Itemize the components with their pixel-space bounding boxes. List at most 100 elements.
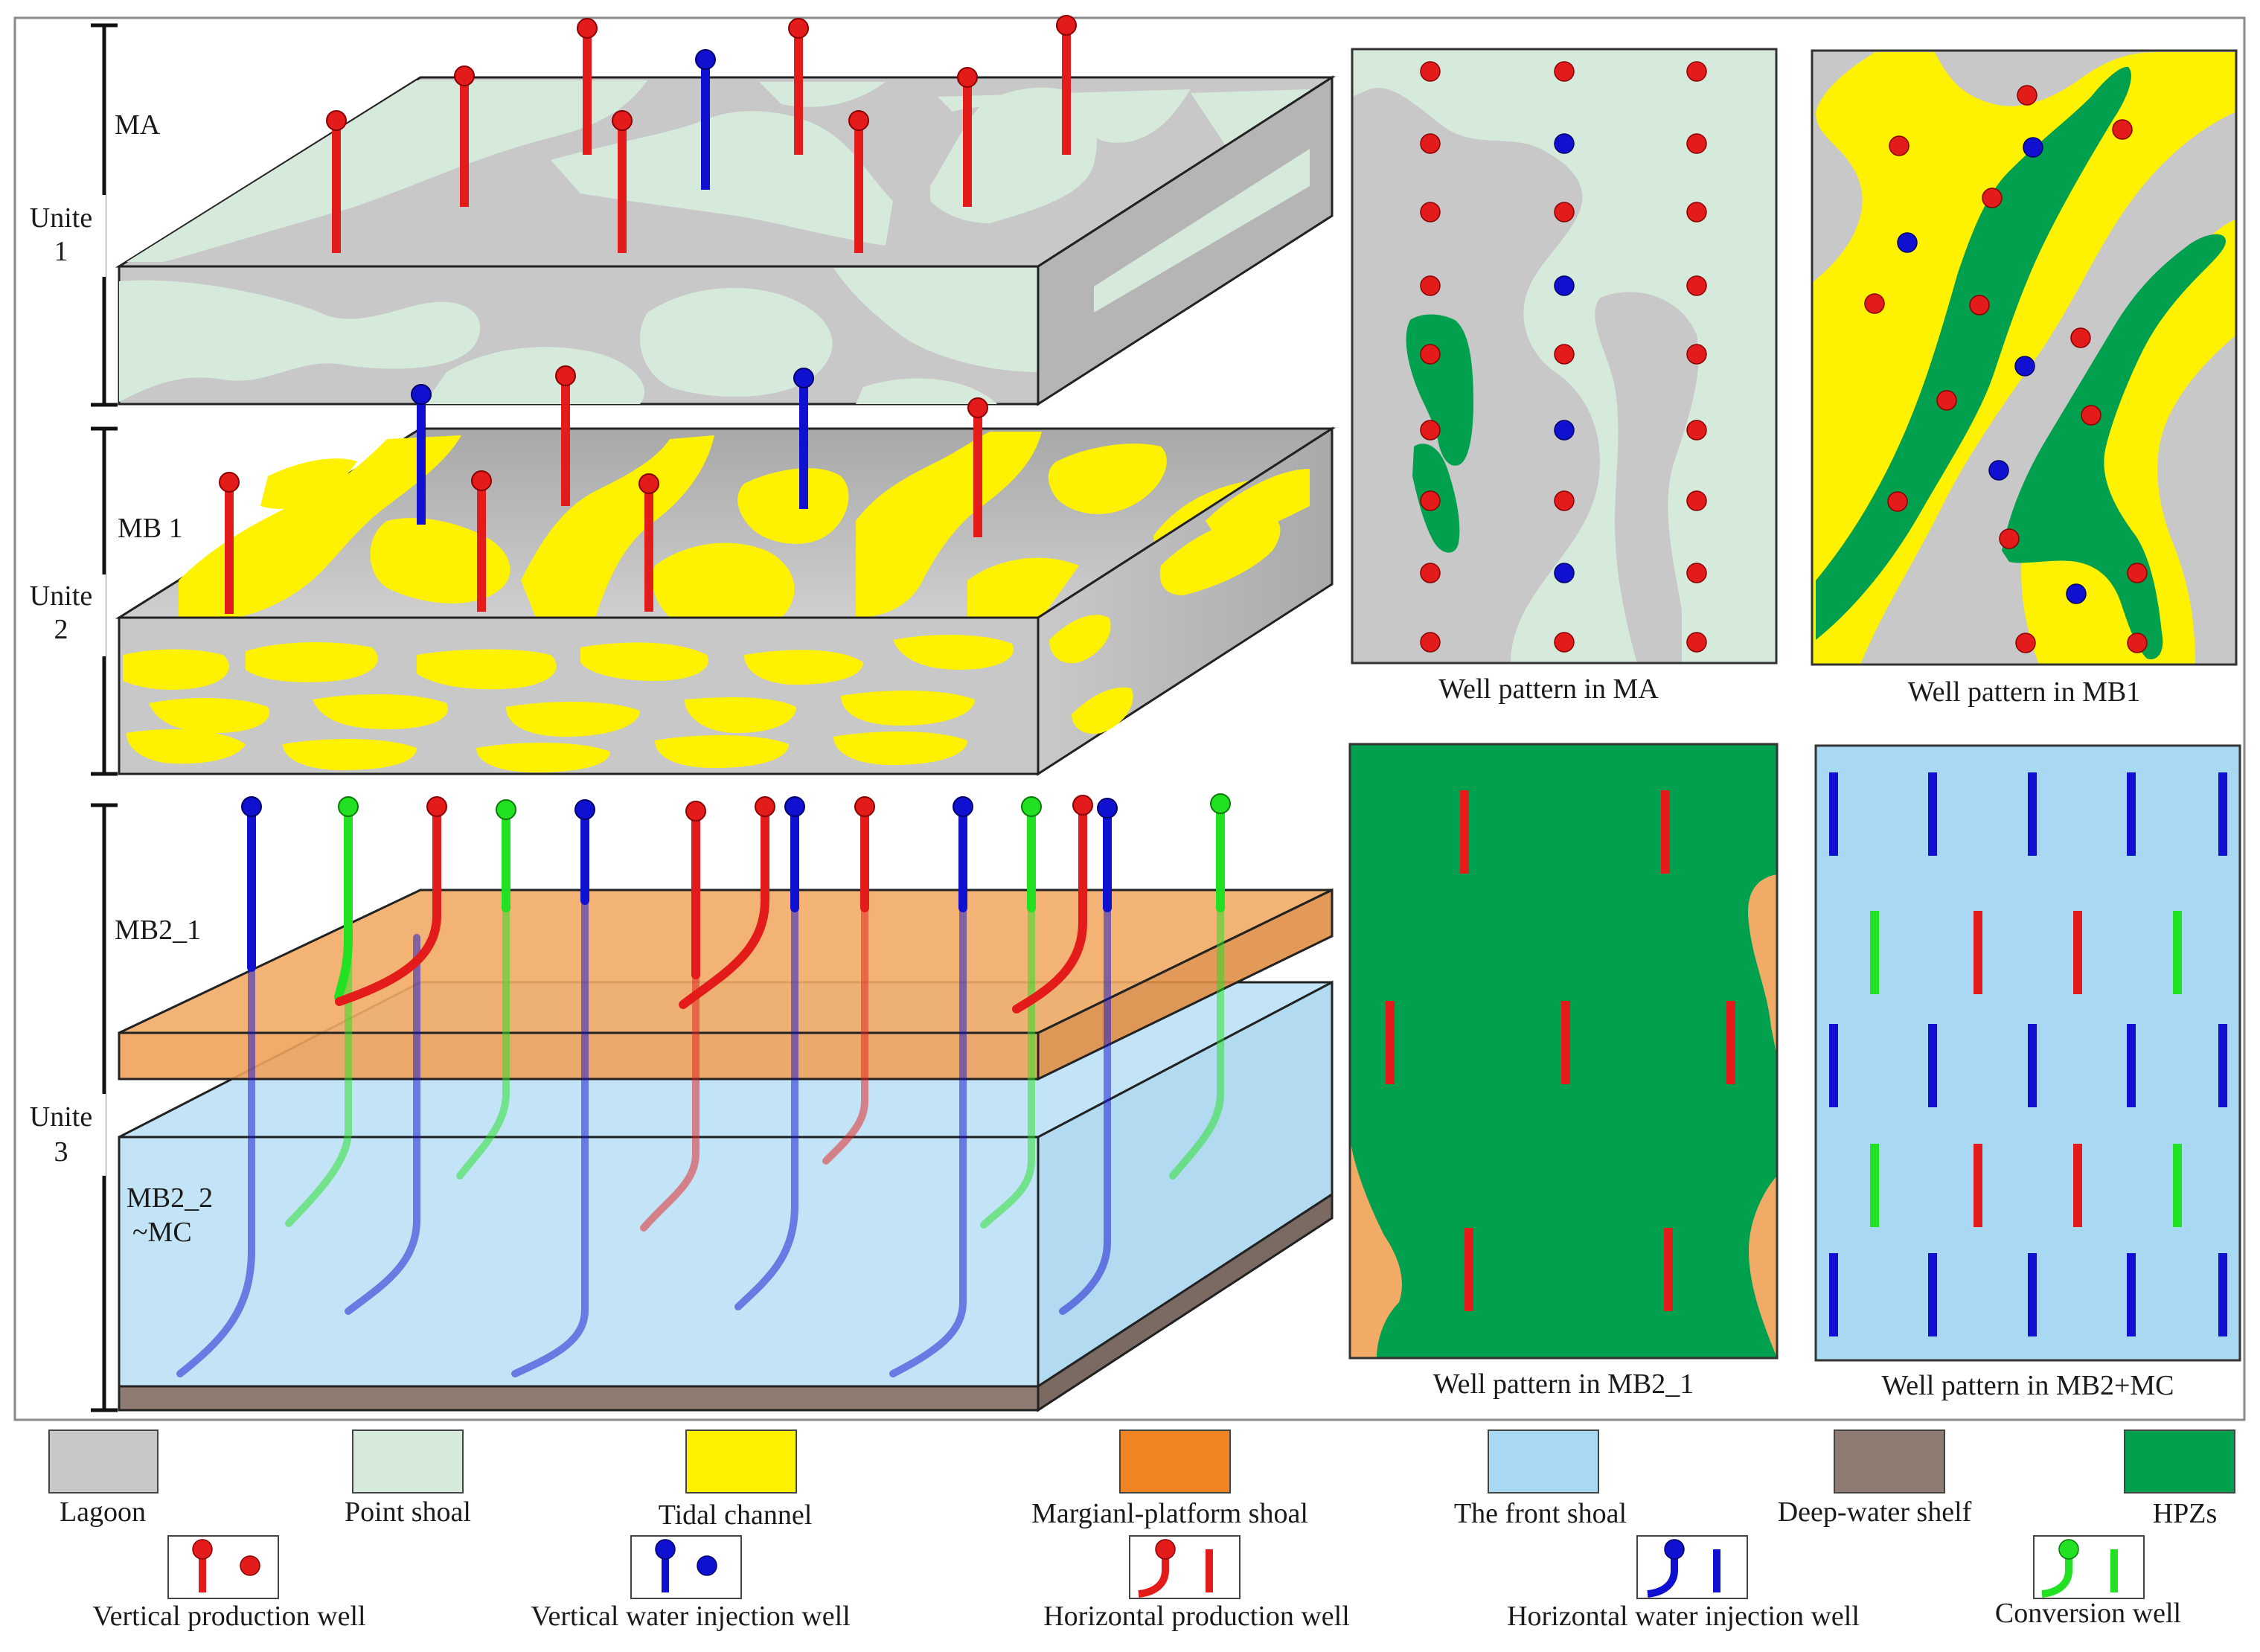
mb1-injection-well	[793, 368, 814, 509]
ma-front-shoal	[424, 347, 645, 404]
ma-top-shoal	[127, 80, 647, 262]
svg-text:Unite: Unite	[30, 202, 92, 234]
ma-injection-well	[695, 49, 716, 190]
unit-3-label: Unite 3	[16, 1094, 106, 1176]
mb2-horizontal-production-well	[1012, 795, 1093, 1014]
ma-front-shoal	[856, 378, 997, 404]
mb1-wells	[219, 365, 988, 614]
panel-ma-lagoon	[1595, 292, 1699, 663]
panel-mb1: Well pattern in MB1	[1811, 49, 2238, 708]
panel-ma-lagoon	[1390, 193, 1471, 298]
panel-mb1-wells	[1864, 85, 2148, 653]
mb2-injection-well	[241, 796, 262, 972]
mb2-conversion-well	[1021, 796, 1042, 912]
mb21-front-face	[118, 1031, 1040, 1080]
mb2-horizontal-production-well	[335, 796, 447, 1006]
figure-frame	[13, 16, 2246, 1421]
legend-conversion-well: Conversion well	[1995, 1535, 2181, 1629]
legend-deep-water-shelf: Deep-water shelf	[1778, 1430, 1972, 1528]
ma-top-shoal	[1191, 89, 1310, 160]
svg-text:Deep-water shelf: Deep-water shelf	[1778, 1496, 1972, 1528]
svg-text:Unite: Unite	[30, 580, 92, 612]
mb1-production-well	[638, 473, 659, 612]
legend-point-shoal: Point shoal	[345, 1430, 471, 1528]
panel-mb2-1-wells	[1386, 790, 1735, 1311]
legend-wells: Vertical production well Vertical water …	[92, 1535, 2181, 1632]
mb2-conversion-well	[496, 799, 516, 912]
mb2-injection-well	[1097, 798, 1118, 912]
mb1-production-well	[219, 472, 240, 614]
svg-text:Lagoon: Lagoon	[60, 1496, 146, 1528]
legend-facies: Lagoon Point shoal Tidal channel Margian…	[48, 1430, 2235, 1531]
ma-front-shoal	[833, 268, 1038, 372]
mb2-conversion-well	[334, 796, 359, 1002]
mb1-production-well	[967, 397, 988, 537]
panel-mb1-caption: Well pattern in MB1	[1908, 676, 2141, 708]
unit-1-label: Unite 1	[16, 195, 106, 277]
legend-tidal-channel: Tidal channel	[659, 1430, 813, 1531]
ma-production-well	[848, 110, 869, 253]
panel-mb2-1-caption: Well pattern in MB2_1	[1433, 1368, 1694, 1400]
svg-text:3: 3	[54, 1136, 68, 1168]
layer-label-mc: ~MC	[132, 1217, 192, 1248]
panel-ma-wells	[1420, 61, 1707, 653]
svg-text:Tidal channel: Tidal channel	[659, 1499, 813, 1531]
ma-side-shoal	[1094, 149, 1310, 313]
block-mb1	[115, 426, 1337, 776]
mb21-side-face	[1037, 888, 1334, 1081]
ma-top-shoal	[938, 89, 1191, 143]
mb1-injection-well	[411, 384, 432, 525]
legend-vertical-production-well: Vertical production well	[92, 1535, 366, 1632]
ma-production-well	[1056, 15, 1077, 155]
block-ma	[115, 75, 1337, 406]
svg-text:Horizontal production well: Horizontal production well	[1043, 1601, 1350, 1632]
svg-text:Point shoal: Point shoal	[345, 1496, 471, 1528]
layer-label-ma: MA	[115, 109, 161, 141]
mb1-front-channels	[123, 635, 1014, 772]
mb1-production-well	[471, 470, 492, 612]
mb2-injection-well	[574, 799, 595, 905]
svg-text:HPZs: HPZs	[2153, 1498, 2218, 1529]
layer-label-mb2-2: MB2_2	[127, 1182, 213, 1214]
ma-top-shoal	[759, 82, 886, 107]
legend-horizontal-water-injection-well: Horizontal water injection well	[1507, 1535, 1860, 1632]
legend-vertical-water-injection-well: Vertical water injection well	[531, 1535, 851, 1632]
svg-text:Conversion well: Conversion well	[1995, 1598, 2181, 1629]
mb2-horizontal-production-well	[679, 796, 775, 1009]
svg-text:Vertical water injection well: Vertical water injection well	[531, 1601, 850, 1632]
legend-front-shoal: The front shoal	[1454, 1430, 1627, 1529]
panel-ma: Well pattern in MA	[1351, 48, 1778, 705]
ma-front-shoal	[119, 280, 481, 402]
legend-horizontal-production-well: Horizontal production well	[1043, 1535, 1350, 1632]
mb2-conversion-well	[1210, 793, 1231, 912]
mb2-wells	[176, 793, 1231, 1377]
mb2-injection-well	[784, 796, 805, 912]
svg-text:Horizontal water injection we: Horizontal water injection well	[1507, 1601, 1860, 1632]
panel-mb2-mc-caption: Well pattern in MB2+MC	[1881, 1370, 2174, 1401]
svg-text:The front shoal: The front shoal	[1454, 1498, 1627, 1529]
ma-wells	[326, 15, 1077, 253]
svg-text:Margianl-platform shoal: Margianl-platform shoal	[1031, 1498, 1308, 1529]
panel-mb2-1: Well pattern in MB2_1	[1348, 743, 1779, 1400]
mb22-front-face	[118, 1136, 1040, 1388]
mb2-production-well	[685, 801, 706, 979]
panel-mb2-mc: Well pattern in MB2+MC	[1814, 744, 2241, 1401]
svg-text:Unite: Unite	[30, 1101, 92, 1133]
ma-top-shoal	[551, 111, 893, 246]
svg-text:2: 2	[54, 614, 68, 645]
panel-mb2-mc-wells	[1829, 772, 2227, 1336]
svg-text:1: 1	[54, 236, 68, 267]
layer-label-mb1: MB 1	[118, 513, 183, 544]
panel-mb1-hpz	[2002, 234, 2226, 659]
ma-production-well	[788, 18, 809, 155]
ma-production-well	[612, 110, 633, 253]
ma-production-well	[957, 67, 978, 207]
svg-text:Vertical production well: Vertical production well	[92, 1601, 365, 1632]
legend-platform-shoal: Margianl-platform shoal	[1031, 1430, 1308, 1529]
deep-shelf-front	[118, 1385, 1040, 1412]
legend-lagoon: Lagoon	[48, 1430, 159, 1528]
legend-hpzs: HPZs	[2124, 1430, 2235, 1529]
mb1-side-channels	[1049, 469, 1310, 734]
ma-production-well	[577, 18, 598, 155]
